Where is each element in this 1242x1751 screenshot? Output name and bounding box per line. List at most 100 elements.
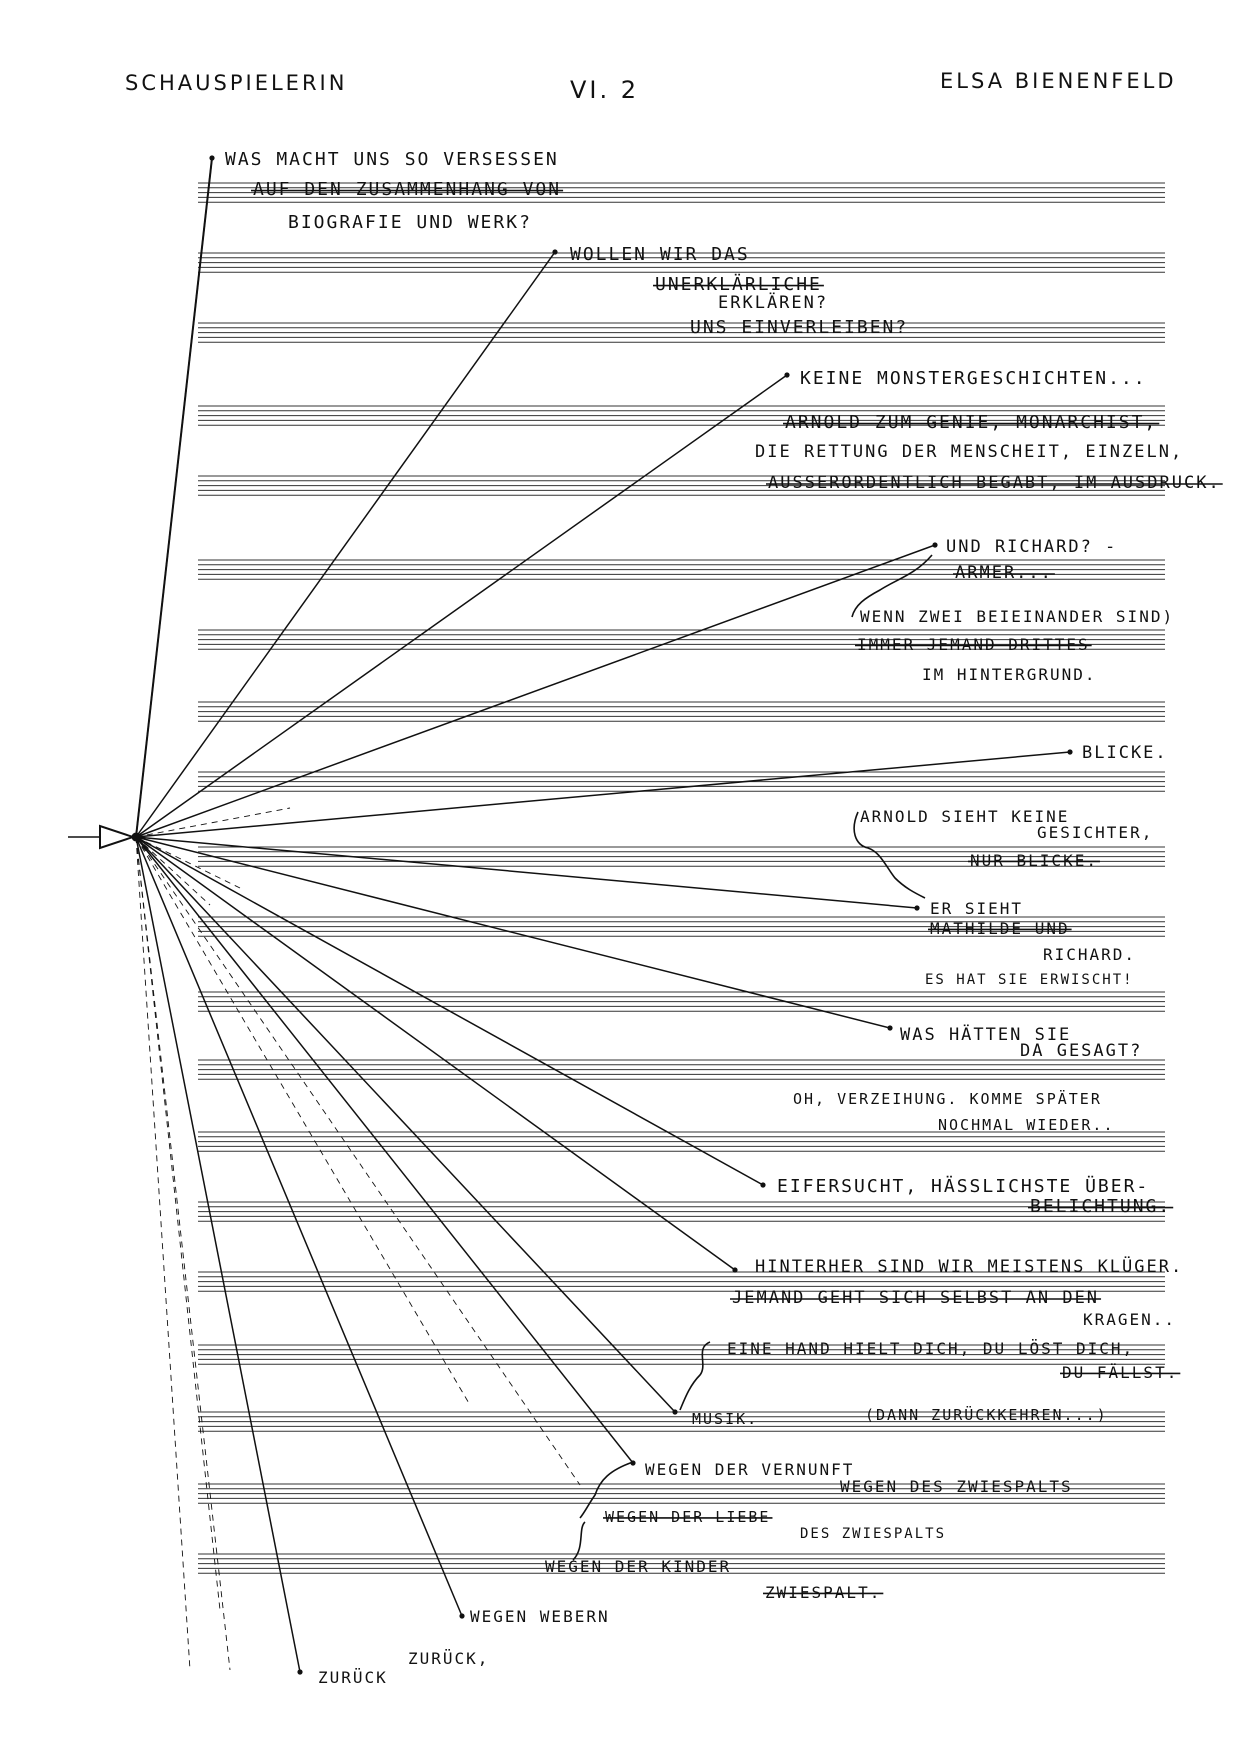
staff-system	[198, 916, 1165, 937]
fan-ray	[135, 836, 676, 1413]
annotation-text: RICHARD.	[1043, 945, 1136, 964]
fan-ray	[135, 544, 936, 838]
ray-endpoint-dot	[1067, 749, 1073, 755]
ray-endpoint-dot	[552, 249, 558, 255]
staff-system	[198, 1344, 1165, 1365]
annotation-text: AUF DEN ZUSAMMENHANG VON	[253, 179, 561, 200]
fan-ray	[135, 836, 764, 1186]
annotation-text: NOCHMAL WIEDER..	[938, 1116, 1115, 1134]
annotation-text: HINTERHER SIND WIR MEISTENS KLÜGER.	[755, 1255, 1183, 1277]
annotation-text: DIE RETTUNG DER MENSCHEIT, EINZELN,	[755, 442, 1183, 462]
annotation-text: ER SIEHT	[930, 899, 1023, 918]
annotation-text: MUSIK.	[692, 1410, 758, 1428]
ray-endpoint-dot	[672, 1409, 678, 1415]
staff-system	[198, 1411, 1165, 1432]
annotation-text: OH, VERZEIHUNG. KOMME SPÄTER	[793, 1089, 1102, 1108]
annotation-text: WEGEN DER VERNUNFT	[645, 1460, 854, 1479]
staff-system	[198, 991, 1165, 1012]
bracket-connectors	[572, 554, 933, 1561]
annotation-text: UND RICHARD? -	[946, 537, 1117, 557]
staff-system	[198, 182, 1165, 203]
fan-lines	[135, 155, 1073, 1675]
curl-connector	[851, 554, 933, 618]
annotation-text: WOLLEN WIR DAS	[570, 244, 750, 265]
annotation-text: WEGEN WEBERN	[470, 1607, 610, 1626]
fan-ray	[135, 836, 736, 1271]
annotation-text: AUSSERORDENTLICH BEGABT, IM AUSDRUCK.	[768, 473, 1221, 493]
annotation-text: WEGEN DER LIEBE	[605, 1508, 770, 1526]
fan-ray-dashed	[135, 836, 581, 1486]
annotation-text: EIFERSUCHT, HÄSSLICHSTE ÜBER-	[777, 1175, 1149, 1197]
fan-ray-dashed	[135, 836, 191, 1671]
ray-endpoint-dot	[932, 542, 938, 548]
ray-endpoint-dot	[459, 1613, 465, 1619]
curl-connector	[853, 811, 926, 899]
annotation-text: KRAGEN..	[1083, 1310, 1176, 1329]
staff-system	[198, 1483, 1165, 1504]
annotation-text: ZWIESPALT.	[765, 1583, 881, 1602]
annotation-text: KEINE MONSTERGESCHICHTEN...	[800, 368, 1147, 389]
annotation-text: DA GESAGT?	[1020, 1041, 1142, 1061]
role-heading: SCHAUSPIELERIN	[125, 71, 347, 95]
staff-system	[198, 559, 1165, 580]
fan-ray	[135, 836, 891, 1029]
annotation-text: UNERKLÄRLICHE	[655, 274, 822, 295]
annotation-text: DU FÄLLST.	[1062, 1363, 1178, 1382]
fan-ray-dashed	[135, 836, 241, 889]
annotation-text: WENN ZWEI BEIEINANDER SIND)	[860, 607, 1174, 626]
curl-connector	[572, 1521, 586, 1561]
fan-ray	[135, 836, 463, 1617]
fan-origin-symbol	[68, 824, 141, 850]
staff-system	[198, 252, 1165, 273]
staff-system	[198, 1201, 1165, 1222]
ray-endpoint-dot	[760, 1182, 766, 1188]
annotation-text: ARMER...	[955, 563, 1053, 583]
ray-endpoint-dot	[784, 372, 790, 378]
fan-ray	[135, 374, 788, 838]
fan-ray	[135, 751, 1071, 838]
annotation-text: BELICHTUNG.	[1030, 1196, 1171, 1217]
staff-system	[198, 405, 1165, 426]
ray-endpoint-dot	[297, 1669, 303, 1675]
staff-system	[198, 475, 1165, 496]
annotation-text: ERKLÄREN?	[718, 292, 828, 313]
fan-ray-dashed	[135, 807, 291, 838]
curl-connector	[579, 1461, 634, 1519]
staff-system	[198, 1553, 1165, 1574]
annotation-text: ARNOLD ZUM GENIE, MONARCHIST,	[785, 412, 1157, 433]
annotation-text: GESICHTER,	[1037, 823, 1153, 842]
author-name: ELSA BIENENFELD	[940, 69, 1177, 93]
annotation-text: WEGEN DER KINDER	[545, 1557, 731, 1576]
annotation-text: WAS MACHT UNS SO VERSESSEN	[225, 149, 559, 170]
handwritten-annotations: WAS MACHT UNS SO VERSESSEN AUF DEN ZUSAMM…	[225, 149, 1223, 1687]
annotation-text: WEGEN DES ZWIESPALTS	[840, 1477, 1073, 1496]
fan-ray	[135, 836, 918, 909]
annotation-text: UNS EINVERLEIBEN?	[690, 317, 908, 338]
curl-connector	[679, 1341, 711, 1411]
annotation-text: MATHILDE UND	[930, 919, 1070, 938]
ray-endpoint-dot	[732, 1267, 738, 1273]
ray-endpoint-dot	[914, 905, 920, 911]
fan-ray-dashed	[135, 836, 221, 1611]
fan-ray-dashed	[135, 836, 231, 1671]
fan-ray	[135, 836, 634, 1464]
fan-ray	[135, 251, 556, 838]
staff-systems	[198, 182, 1165, 1574]
staff-system	[198, 322, 1165, 343]
annotation-text: ZURÜCK	[318, 1668, 388, 1687]
staff-system	[198, 701, 1165, 722]
staff-system	[198, 1271, 1165, 1292]
staff-system	[198, 1131, 1165, 1152]
fan-ray-dashed	[135, 836, 211, 906]
annotation-text: DES ZWIESPALTS	[800, 1526, 946, 1542]
annotation-text: ARNOLD SIEHT KEINE	[860, 807, 1069, 826]
annotation-text: IM HINTERGRUND.	[922, 665, 1097, 684]
fan-ray-top	[135, 157, 213, 838]
annotation-text: IMMER JEMAND DRITTES	[857, 635, 1090, 654]
annotation-text: BIOGRAFIE UND WERK?	[288, 212, 532, 233]
annotation-text: ZURÜCK,	[408, 1649, 489, 1668]
annotation-text: BLICKE.	[1082, 743, 1168, 763]
staff-system	[198, 771, 1165, 792]
